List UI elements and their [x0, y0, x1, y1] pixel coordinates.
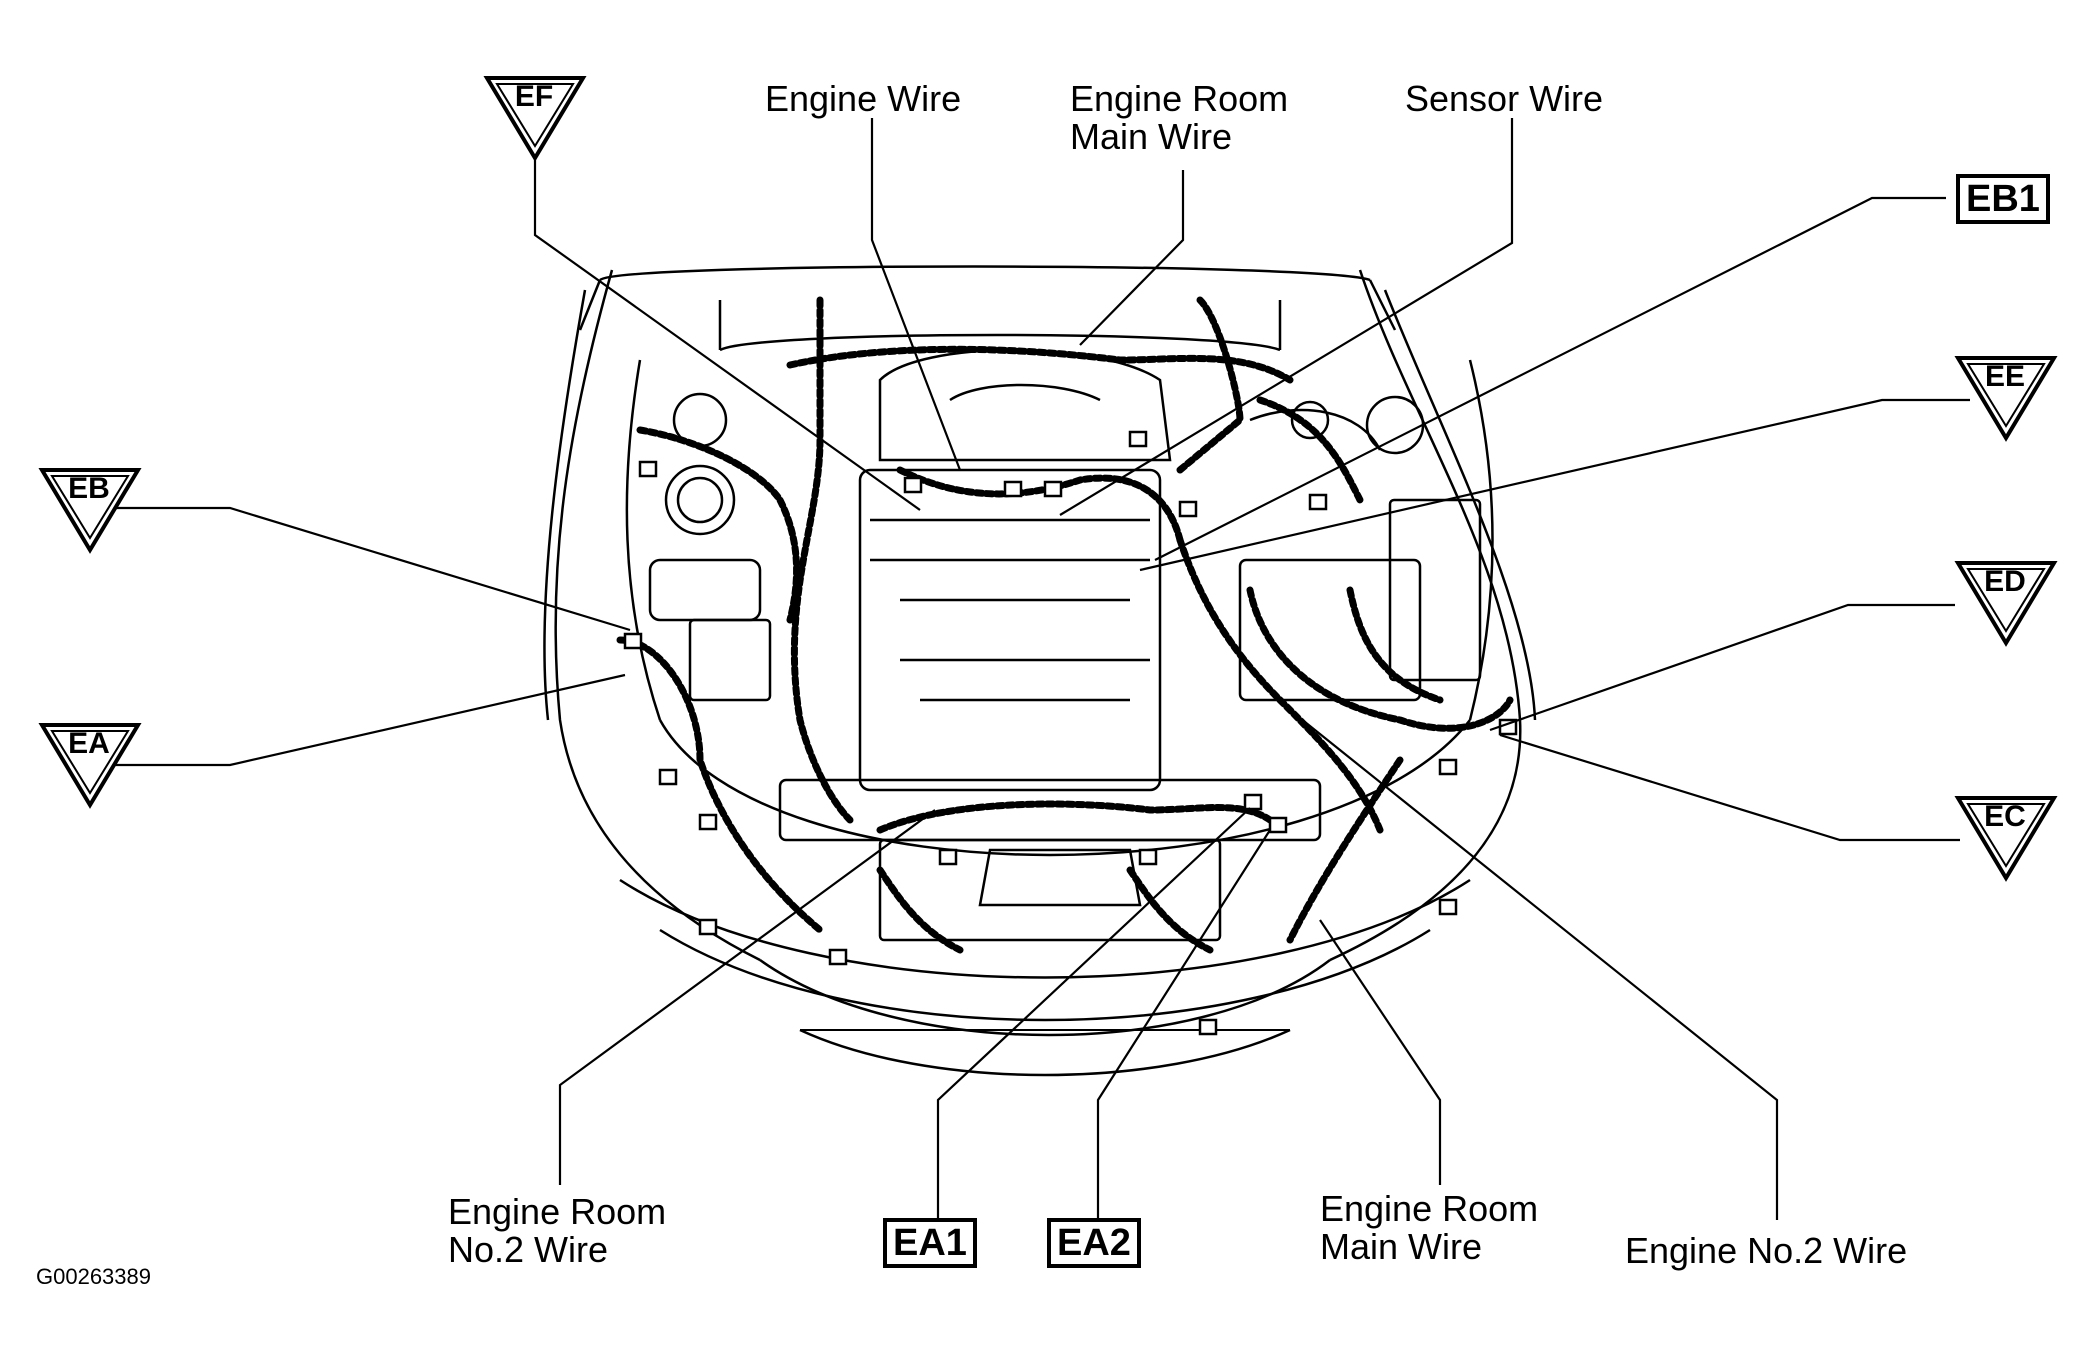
label-engine-room-no2-wire: Engine Room No.2 Wire: [448, 1191, 667, 1270]
triangle-eb-label: EB: [68, 472, 110, 505]
leader-lines: [115, 118, 1970, 1220]
triangle-ef-label: EF: [515, 80, 553, 113]
harness-connectors: [623, 430, 1518, 1036]
triangle-ec-label: EC: [1984, 800, 2026, 833]
figure-id: G00263389: [36, 1264, 151, 1289]
triangle-ee: EE: [1954, 356, 2058, 442]
label-engine-no2-wire: Engine No.2 Wire: [1625, 1230, 1908, 1271]
label-engine-room-main-wire-bottom: Engine Room Main Wire: [1320, 1188, 1539, 1267]
triangle-ee-label: EE: [1985, 360, 2025, 393]
triangle-ec: EC: [1954, 796, 2058, 882]
connector-box-ea1: EA1: [883, 1218, 977, 1268]
triangle-eb: EB: [38, 468, 142, 554]
label-engine-room-main-wire-top: Engine Room Main Wire: [1070, 78, 1289, 157]
label-sensor-wire: Sensor Wire: [1405, 78, 1604, 119]
triangle-ed: ED: [1954, 561, 2058, 647]
triangle-ed-label: ED: [1984, 565, 2026, 598]
label-engine-wire: Engine Wire: [765, 78, 962, 119]
triangle-ea: EA: [38, 723, 142, 809]
triangle-ef: EF: [483, 76, 587, 162]
triangle-ea-label: EA: [68, 727, 110, 760]
harness-routing: [616, 296, 1514, 954]
connector-box-eb1: EB1: [1956, 174, 2050, 224]
connector-box-ea2: EA2: [1047, 1218, 1141, 1268]
